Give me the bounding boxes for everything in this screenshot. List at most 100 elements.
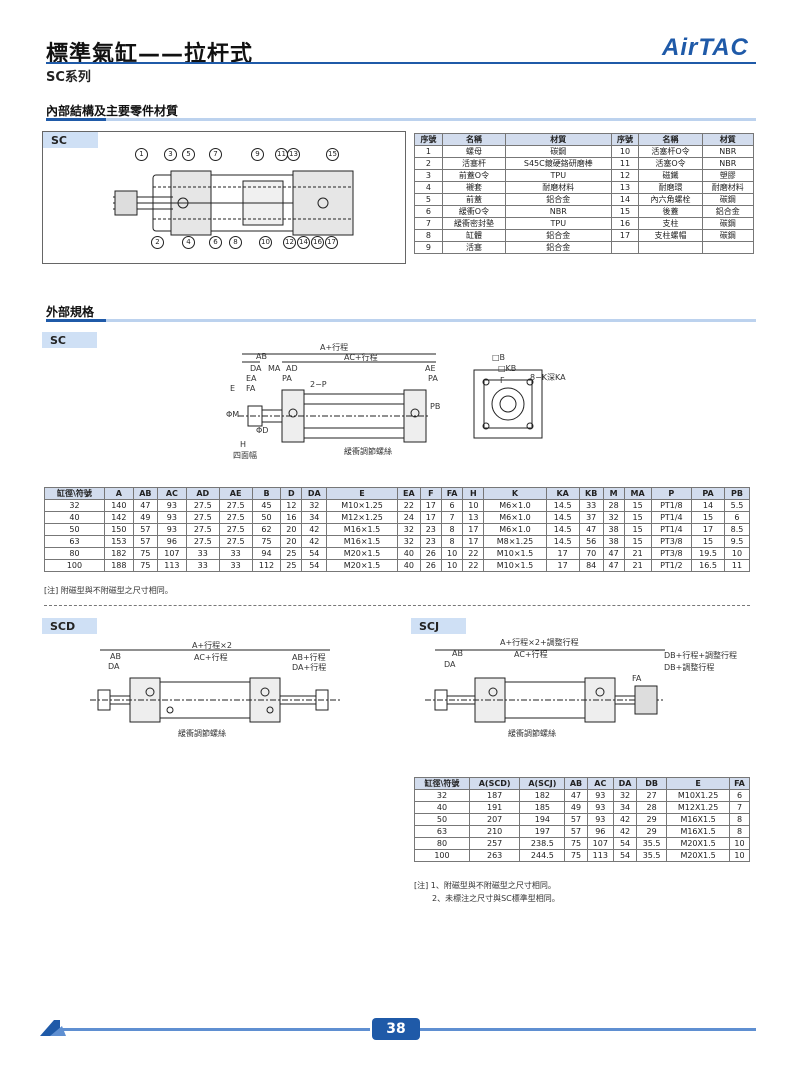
callout-2: 2 (151, 236, 164, 249)
spec-cell: 26 (419, 559, 442, 572)
parts-cell: 活塞O令 (638, 157, 703, 170)
spec-cell: 20 (280, 523, 303, 536)
spec-cell: PT1/8 (650, 499, 693, 512)
t2-header-cell: DA (613, 777, 638, 790)
table2-note-1: [注] 1、附磁型與不附磁型之尺寸相同。 (414, 881, 556, 890)
spec-cell: 49 (132, 511, 158, 524)
t2-cell: 49 (564, 801, 588, 814)
scj-label-a: A+行程×2+調整行程 (500, 638, 579, 647)
parts-cell: 螺母 (441, 145, 507, 158)
spec-cell: 62 (251, 523, 282, 536)
t2-cell: 207 (468, 813, 521, 826)
spec-header-cell: A (103, 487, 134, 500)
t2-cell: 191 (468, 801, 521, 814)
parts-cell: 9 (414, 241, 443, 254)
t2-cell: 8 (729, 813, 750, 826)
spec-cell: PT1/2 (650, 559, 693, 572)
spec-cell: 100 (44, 559, 105, 572)
spec-header-cell: AE (218, 487, 253, 500)
spec-cell: M6×1.0 (483, 523, 547, 536)
spec-cell: 107 (156, 547, 187, 560)
t2-cell: 54 (613, 837, 638, 850)
scj-label-ab: AB (452, 649, 463, 658)
spec-cell: 40 (396, 559, 421, 572)
spec-cell: 28 (602, 499, 625, 512)
parts-cell: 後蓋 (638, 205, 703, 218)
parts-cell: 15 (610, 205, 640, 218)
t2-header-cell: FA (729, 777, 750, 790)
parts-header-cell: 名稱 (441, 133, 507, 146)
spec-cell: 27.5 (218, 535, 253, 548)
parts-cell: 10 (610, 145, 640, 158)
spec-header-cell: MA (623, 487, 652, 500)
spec-cell: M6×1.0 (483, 511, 547, 524)
parts-cell: 前蓋O令 (441, 169, 507, 182)
parts-cell: 6 (414, 205, 443, 218)
parts-cell: 磁鐵 (638, 169, 703, 182)
spec-header-cell: AC (156, 487, 187, 500)
t2-cell: 263 (468, 849, 521, 862)
scj-drawing (425, 649, 665, 723)
spec-cell: 22 (462, 559, 485, 572)
scd-label-ab: AB (110, 652, 121, 661)
spec-cell: 21 (623, 547, 652, 560)
t2-header-cell: 缸徑\符號 (414, 777, 470, 790)
spec-cell: 23 (419, 535, 442, 548)
callout-12: 12 (283, 236, 296, 249)
spec-cell: 112 (251, 559, 282, 572)
parts-cell: NBR (701, 157, 755, 170)
spec-cell: 10 (723, 547, 751, 560)
spec-cell: 27.5 (185, 535, 220, 548)
spec-cell: 15 (691, 511, 725, 524)
spec-cell: 33 (218, 547, 253, 560)
parts-cell: 活塞 (441, 241, 507, 254)
spec-cell: 17 (545, 559, 580, 572)
label-phi-d: ΦD (256, 426, 269, 435)
spec-cell: 17 (419, 511, 442, 524)
parts-cell: 耐磨材料 (505, 181, 612, 194)
spec-cell: 140 (103, 499, 134, 512)
internal-rule (46, 118, 756, 121)
parts-header-cell: 序號 (610, 133, 640, 146)
spec-cell: 182 (103, 547, 134, 560)
t2-header-cell: AB (564, 777, 588, 790)
scd-label-a: A+行程×2 (192, 641, 232, 650)
spec-header-cell: AD (185, 487, 220, 500)
spec-cell: M16×1.5 (326, 535, 398, 548)
t2-cell: 6 (729, 789, 750, 802)
spec-cell: 54 (301, 559, 328, 572)
spec-header-cell: M (602, 487, 625, 500)
t2-cell: M20X1.5 (666, 837, 731, 850)
spec-cell: PT3/8 (650, 547, 693, 560)
spec-cell: 32 (396, 535, 421, 548)
spec-cell: 47 (132, 499, 158, 512)
t2-cell: 238.5 (519, 837, 566, 850)
spec-header-cell: KA (545, 487, 580, 500)
spec-cell: 17 (545, 547, 580, 560)
t2-cell: 113 (586, 849, 615, 862)
spec-cell: 10 (440, 547, 464, 560)
spec-cell: 14.5 (545, 499, 580, 512)
t2-cell: 57 (564, 825, 588, 838)
scj-label-db2: DB+調整行程 (664, 663, 715, 672)
spec-cell: M20×1.5 (326, 559, 398, 572)
spec-cell: 57 (132, 523, 158, 536)
parts-cell: 支柱螺帽 (638, 229, 703, 242)
callout-6: 6 (209, 236, 222, 249)
spec-header-cell: D (280, 487, 303, 500)
spec-cell: 33 (578, 499, 604, 512)
spec-cell: 22 (396, 499, 421, 512)
footer-rule-left (60, 1028, 370, 1031)
scj-label-db1: DB+行程+調整行程 (664, 651, 738, 660)
t2-cell: 32 (414, 789, 470, 802)
t2-cell: 93 (586, 801, 615, 814)
spec-cell: M10×1.25 (326, 499, 398, 512)
parts-cell: 碳鋼 (701, 229, 755, 242)
spec-cell: 27.5 (218, 523, 253, 536)
